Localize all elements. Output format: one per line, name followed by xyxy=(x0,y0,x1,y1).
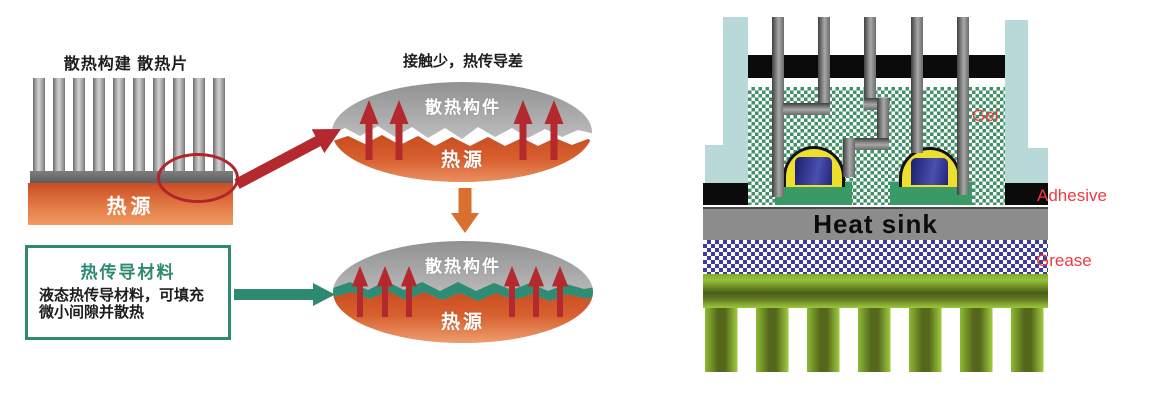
bond-wire-3 xyxy=(877,98,889,150)
die-pad-right xyxy=(890,182,972,205)
callout-body-line1: 液态热传导材料，可填充 xyxy=(39,287,205,304)
good-contact-bottom-label: 热源 xyxy=(440,312,485,333)
adhesive-block-left xyxy=(703,183,748,205)
down-arrow xyxy=(451,188,479,233)
heatsink-title: 散热构建 散热片 xyxy=(63,56,189,73)
lead-pin-3 xyxy=(864,17,876,110)
case-step-left xyxy=(705,145,748,183)
finned-sink-fins xyxy=(705,308,1048,372)
grease-layer xyxy=(703,240,1048,274)
lead-pin-2 xyxy=(818,17,830,115)
good-contact-top-label: 散热构件 xyxy=(425,257,501,276)
heat-source-half-2 xyxy=(333,291,593,343)
die-pad-left xyxy=(775,182,852,205)
bad-contact-top-label: 散热构件 xyxy=(425,98,501,117)
adhesive-label: Adhesive xyxy=(1037,186,1107,205)
heat-sink-plate: Heat sink xyxy=(703,207,1048,240)
die-chip-left xyxy=(795,157,832,185)
case-step-right xyxy=(1005,148,1048,183)
lead-pin-1 xyxy=(772,17,784,197)
magnifier-ellipse xyxy=(157,153,239,203)
callout-title: 热传导材料 xyxy=(80,263,176,282)
heat-source-label: 热源 xyxy=(106,195,155,218)
lead-pin-4 xyxy=(911,17,923,153)
finned-sink-base xyxy=(703,274,1048,308)
lead-pin-5 xyxy=(957,17,969,195)
material-arrow xyxy=(234,283,335,306)
case-wall-right xyxy=(1005,20,1028,148)
bond-wire-1 xyxy=(783,103,830,115)
thermal-material-callout: 热传导材料 液态热传导材料，可填充 微小间隙并散热 xyxy=(25,245,231,340)
bad-contact-caption: 接触少，热传导差 xyxy=(402,53,523,70)
callout-body-line2: 微小间隙并散热 xyxy=(39,304,145,321)
grease-label: Grease xyxy=(1036,251,1092,270)
package-lid xyxy=(748,55,1005,78)
die-chip-right xyxy=(911,158,948,185)
case-wall-left xyxy=(723,17,748,148)
heat-sink-label: Heat sink xyxy=(813,209,938,239)
adhesive-block-right xyxy=(1005,183,1048,205)
gel-label: Gel xyxy=(972,106,999,125)
bond-wire-5 xyxy=(843,138,855,177)
zoom-callout-arrow xyxy=(234,129,341,189)
bad-contact-bottom-label: 热源 xyxy=(440,150,485,171)
